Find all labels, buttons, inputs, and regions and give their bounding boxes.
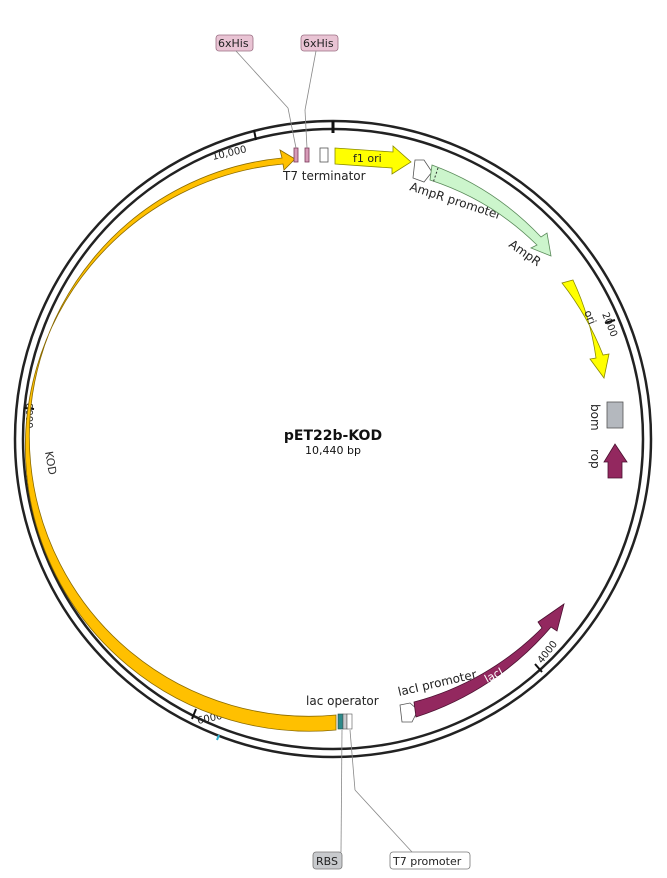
t7-promoter-leader-a	[349, 729, 356, 791]
ori-label: ori	[581, 308, 598, 326]
his-tag-2-leader-b	[304, 109, 308, 149]
his-tag-2-leader-a	[304, 50, 317, 111]
his-tag-1-box	[215, 34, 254, 52]
kod-arrow	[24, 149, 337, 732]
tick-4000-mark	[534, 663, 543, 673]
lac-operator-feature	[337, 713, 344, 730]
f1-ori-label: f1 ori	[353, 152, 382, 165]
tick-6000-mark	[191, 708, 197, 720]
his-feature-1	[293, 147, 299, 163]
rbs-feature	[342, 713, 348, 730]
ampr-dashed-divider	[432, 167, 439, 184]
rbs-tag-box	[312, 851, 343, 870]
tick-10000-mark	[253, 129, 257, 141]
t7-terminator-feature	[319, 147, 329, 163]
t7-promoter-leader-b	[354, 789, 413, 853]
rop-arrow	[603, 443, 628, 479]
ori-arrow	[561, 279, 610, 379]
his-tag-1-label: 6xHis	[218, 37, 249, 50]
ampr-promoter-arrow	[412, 159, 433, 183]
rop-label: rop	[588, 449, 602, 469]
rbs-tag-label: RBS	[316, 855, 338, 868]
f1-ori-arrow	[334, 145, 412, 175]
his-feature-2	[304, 147, 310, 163]
bom-label: bom	[588, 404, 602, 431]
his-tag-2-label: 6xHis	[303, 37, 334, 50]
plasmid-size: 10,440 bp	[305, 444, 361, 457]
t7-promoter-feature	[346, 713, 353, 730]
laci-arrow	[413, 603, 565, 718]
tick-2000-mark	[604, 319, 616, 324]
t7-terminator-label: T7 terminator	[282, 169, 366, 183]
kod-label: KOD	[42, 450, 59, 476]
lac-operator-label: lac operator	[306, 694, 379, 708]
t7-promoter-tag-label: T7 promoter	[392, 855, 462, 868]
plasmid-name: pET22b-KOD	[284, 428, 382, 444]
his-tag-2-box	[300, 34, 339, 52]
his-tag-1-leader-a	[235, 50, 289, 109]
site-marker	[216, 734, 220, 741]
tick-10000-label: 10,000	[211, 144, 248, 163]
t7-promoter-tag-box	[389, 851, 471, 870]
laci-promoter-arrow	[399, 702, 419, 723]
his-tag-1-leader-b	[287, 107, 297, 149]
rbs-leader	[340, 729, 343, 853]
ampr-arrow	[429, 164, 552, 257]
bom-feature	[606, 401, 624, 429]
